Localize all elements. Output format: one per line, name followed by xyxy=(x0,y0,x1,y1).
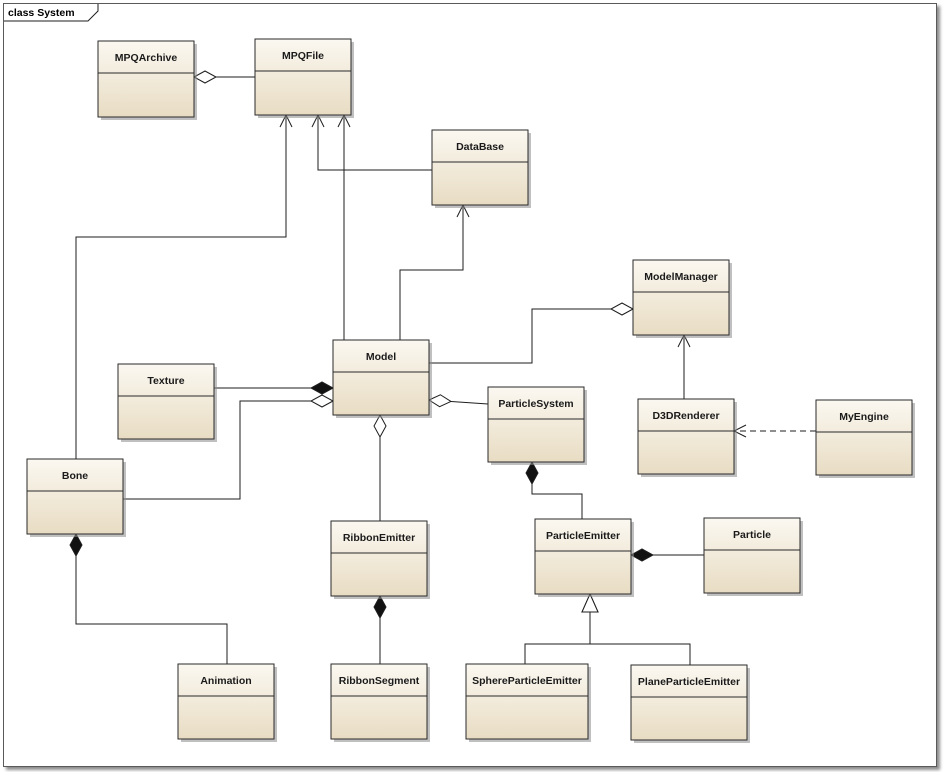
class-box xyxy=(97,40,195,118)
relationship-lines xyxy=(69,70,816,665)
relation-model-database xyxy=(399,203,470,340)
class-box xyxy=(254,38,352,116)
relation-line-association xyxy=(399,205,464,340)
relation-line-association xyxy=(317,115,432,171)
class-name: DataBase xyxy=(456,141,504,153)
relation-particleemitter-particlesystem xyxy=(525,460,583,519)
class-d3drenderer[interactable]: D3DRenderer xyxy=(637,398,737,477)
relation-model-modelmanager xyxy=(429,302,635,364)
relation-texture-model xyxy=(214,381,335,395)
class-name: D3DRenderer xyxy=(652,410,719,422)
aggregation-marker xyxy=(309,394,335,408)
class-box xyxy=(330,520,428,597)
class-box xyxy=(332,339,430,416)
class-bone[interactable]: Bone xyxy=(26,458,126,537)
relation-line-aggregation xyxy=(123,400,333,500)
class-mpqarchive[interactable]: MPQArchive xyxy=(97,40,197,120)
relation-animation-bone xyxy=(69,532,228,664)
class-planeparticleemitter[interactable]: PlaneParticleEmitter xyxy=(630,664,750,743)
class-box xyxy=(177,663,275,740)
class-name: SphereParticleEmitter xyxy=(472,675,582,687)
class-particleemitter[interactable]: ParticleEmitter xyxy=(534,518,634,597)
class-name: MPQArchive xyxy=(115,52,178,64)
relation-bone-model xyxy=(123,394,335,500)
class-database[interactable]: DataBase xyxy=(431,129,531,208)
class-box xyxy=(703,517,801,594)
composition-marker xyxy=(629,548,655,562)
aggregation-marker xyxy=(427,394,452,408)
composition-marker xyxy=(309,381,335,395)
class-name: Bone xyxy=(62,470,88,482)
relation-line-generalization xyxy=(589,594,691,665)
aggregation-marker xyxy=(192,70,218,84)
aggregation-marker xyxy=(609,302,635,316)
class-name: RibbonSegment xyxy=(339,675,420,687)
class-name: MyEngine xyxy=(839,411,889,423)
relation-particlesystem-model xyxy=(427,394,489,408)
class-box xyxy=(487,386,585,463)
generalization-marker xyxy=(581,592,599,613)
relation-line-aggregation xyxy=(429,308,633,364)
class-name: RibbonEmitter xyxy=(343,532,415,544)
relation-line-composition xyxy=(531,462,583,519)
class-particlesystem[interactable]: ParticleSystem xyxy=(487,386,587,465)
class-box xyxy=(637,398,735,475)
class-name: Animation xyxy=(200,675,251,687)
class-sphereparticleemitter[interactable]: SphereParticleEmitter xyxy=(465,663,591,742)
class-ribbonemitter[interactable]: RibbonEmitter xyxy=(330,520,430,599)
class-box xyxy=(117,363,215,440)
frame-label-tab: class System xyxy=(4,4,99,22)
class-animation[interactable]: Animation xyxy=(177,663,277,742)
relation-plane-particleemitter xyxy=(581,592,691,665)
relation-ribbonsegment-ribbonemitter xyxy=(373,594,387,664)
class-name: PlaneParticleEmitter xyxy=(638,676,740,688)
class-boxes: MPQArchive MPQFileDataBaseModelManagerTex… xyxy=(26,38,915,743)
class-mpqfile[interactable]: MPQFile xyxy=(254,38,354,118)
class-model[interactable]: Model xyxy=(332,339,432,418)
relation-database-mpqfile xyxy=(311,113,432,171)
relation-line-association xyxy=(75,115,287,459)
class-box xyxy=(465,663,589,740)
relation-ribbonemitter-model xyxy=(373,413,387,521)
class-box xyxy=(330,663,428,740)
class-diagram: class System MPQArchive MPQFileDataBaseMo… xyxy=(4,4,915,743)
relation-line-generalization xyxy=(524,594,591,664)
class-box xyxy=(630,664,748,741)
relation-model-mpqfile xyxy=(337,113,351,340)
relation-myengine-d3drenderer xyxy=(732,424,816,438)
class-box xyxy=(431,129,529,206)
class-name: ParticleSystem xyxy=(498,398,573,410)
relation-mpqarchive-mpqfile xyxy=(192,70,255,84)
class-name: ParticleEmitter xyxy=(546,530,620,542)
class-ribbonsegment[interactable]: RibbonSegment xyxy=(330,663,430,742)
composition-marker xyxy=(525,460,539,486)
class-name: MPQFile xyxy=(282,50,324,62)
composition-marker xyxy=(373,594,387,620)
relation-particle-particleemitter xyxy=(629,548,704,562)
class-modelmanager[interactable]: ModelManager xyxy=(632,259,732,338)
class-name: Texture xyxy=(147,375,184,387)
class-box xyxy=(26,458,124,535)
frame-label: class System xyxy=(8,7,75,19)
relation-line-composition xyxy=(75,534,228,664)
class-particle[interactable]: Particle xyxy=(703,517,803,596)
class-box xyxy=(632,259,730,336)
class-myengine[interactable]: MyEngine xyxy=(815,399,915,478)
class-box xyxy=(815,399,913,476)
class-name: ModelManager xyxy=(644,271,718,283)
class-texture[interactable]: Texture xyxy=(117,363,217,442)
class-name: Particle xyxy=(733,529,771,541)
class-name: Model xyxy=(366,351,396,363)
class-box xyxy=(534,518,632,595)
aggregation-marker xyxy=(373,413,387,439)
composition-marker xyxy=(69,532,83,558)
relation-d3drenderer-modelmanager xyxy=(677,333,691,399)
